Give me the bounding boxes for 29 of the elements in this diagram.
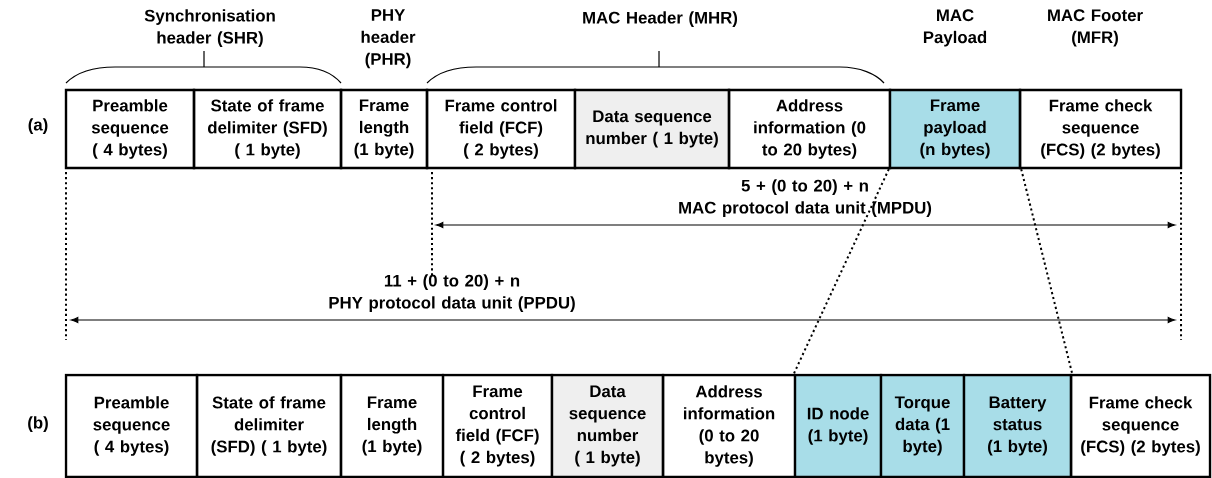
panel-label: (b) — [28, 416, 48, 432]
field-cell: Frame length (1 byte) — [339, 373, 445, 478]
field-cell: Frame length (1 byte) — [339, 88, 429, 170]
field-cell: State of frame delimiter (SFD) ( 1 byte) — [192, 88, 343, 170]
field-cell: Data sequence number ( 1 byte) — [573, 88, 731, 170]
field-cell: ID node (1 byte) — [793, 373, 883, 478]
section-heading: MAC Payload — [923, 9, 987, 47]
field-cell: Torque data (1 byte) — [879, 373, 966, 478]
section-heading: Synchronisation header (SHR) — [144, 9, 275, 47]
section-heading: MAC Header (MHR) — [583, 11, 738, 27]
zoom-line — [792, 168, 890, 375]
field-cell: Data sequence number ( 1 byte) — [550, 373, 665, 478]
dimension-text: 5 + (0 to 20) + n — [741, 179, 868, 195]
zoom-line — [1020, 168, 1074, 375]
dimension-text: 11 + (0 to 20) + n — [384, 274, 520, 290]
field-cell: Battery status (1 byte) — [962, 373, 1073, 478]
dimension-text: PHY protocol data unit (PPDU) — [329, 296, 575, 312]
field-cell: Frame control field (FCF) ( 2 bytes) — [441, 373, 554, 478]
field-cell: Frame payload (n bytes) — [888, 88, 1022, 170]
field-cell: Preamble sequence ( 4 bytes) — [64, 373, 199, 478]
panel-label: (a) — [28, 118, 48, 134]
section-heading: MAC Footer (MFR) — [1048, 9, 1143, 47]
field-cell: Address information (0 to 20 bytes) — [661, 373, 797, 478]
section-heading: PHY header (PHR) — [361, 9, 416, 69]
field-cell: Preamble sequence ( 4 bytes) — [64, 88, 196, 170]
field-cell: Frame check sequence (FCS) (2 bytes) — [1069, 373, 1212, 478]
field-cell: State of frame delimiter (SFD) ( 1 byte) — [195, 373, 343, 478]
field-cell: Frame check sequence (FCS) (2 bytes) — [1018, 88, 1183, 170]
dimension-text: MAC protocol data unit (MPDU) — [679, 201, 932, 217]
